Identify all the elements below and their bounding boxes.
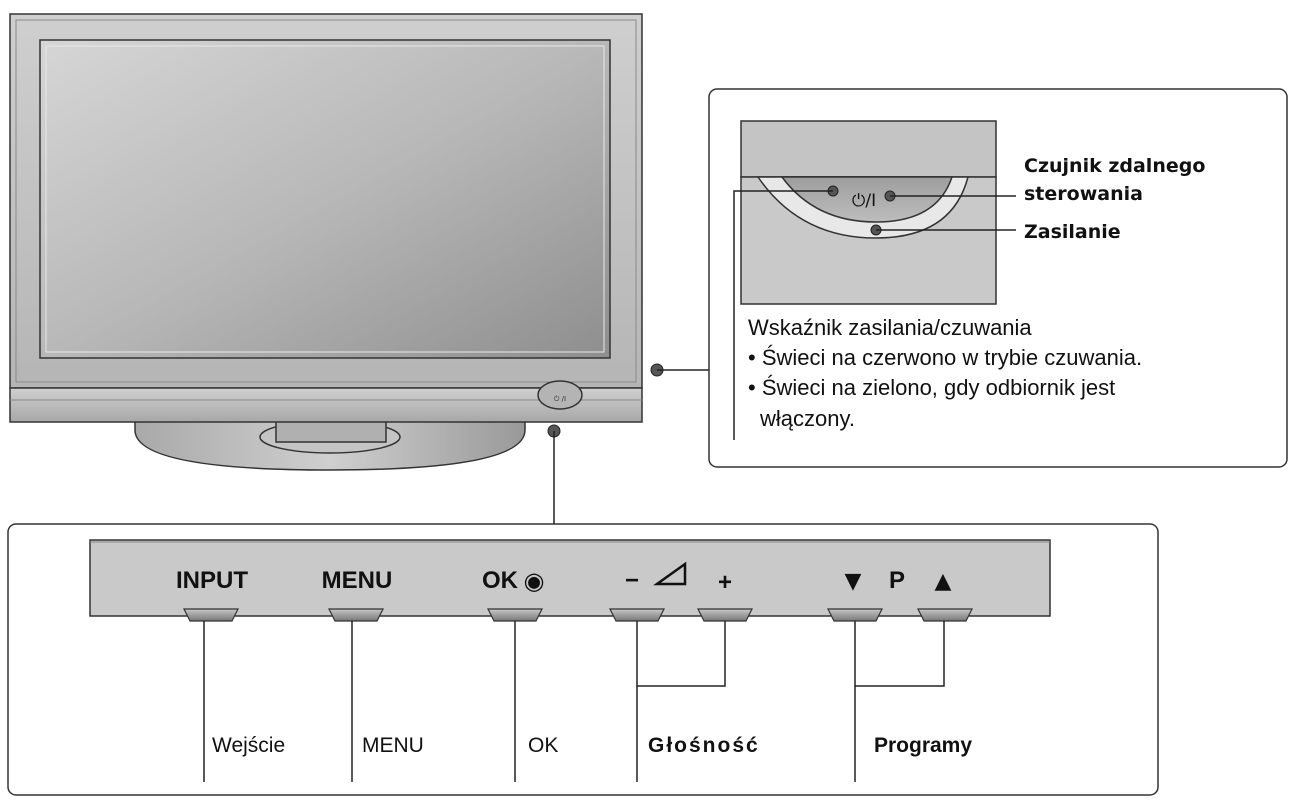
tv-bottom-bezel xyxy=(9,387,643,423)
programs-caption: Programy xyxy=(874,734,972,757)
volume-plus-label: + xyxy=(718,569,732,596)
volume-caption: Głośność xyxy=(648,734,760,757)
remote-sensor-label-2: sterowania xyxy=(1024,183,1143,205)
control-leader-lines xyxy=(203,621,945,782)
power-label: Zasilanie xyxy=(1024,221,1121,243)
menu-caption: MENU xyxy=(362,734,424,757)
program-down-icon: ▼ xyxy=(845,569,862,594)
remote-sensor-label-1: Czujnik zdalnego xyxy=(1024,155,1205,177)
input-caption: Wejście xyxy=(212,734,285,757)
ok-button-label: OK xyxy=(482,567,519,594)
indicator-line-1: • Świeci na czerwono w trybie czuwania. xyxy=(748,345,1142,370)
input-button[interactable] xyxy=(183,608,239,622)
ok-caption: OK xyxy=(528,734,558,757)
menu-button[interactable] xyxy=(328,608,384,622)
physical-buttons xyxy=(183,608,973,622)
volume-down-button[interactable] xyxy=(609,608,665,622)
tv-screen xyxy=(39,39,611,359)
program-p-label: P xyxy=(889,567,905,594)
volume-up-button[interactable] xyxy=(697,608,753,622)
volume-minus-label: − xyxy=(625,567,639,594)
tv-illustration: ⏻ /I xyxy=(9,13,710,524)
ok-button-symbol: ◉ xyxy=(524,567,545,595)
input-button-label: INPUT xyxy=(176,567,248,594)
tv-power-indicator[interactable] xyxy=(537,380,583,410)
indicator-title: Wskaźnik zasilania/czuwania xyxy=(748,315,1032,340)
control-strip xyxy=(89,539,1051,617)
tv-power-indicator-symbol: ⏻ /I xyxy=(554,395,566,403)
indicator-line-2: • Świeci na zielono, gdy odbiornik jest xyxy=(748,375,1115,400)
detail-arch-inner xyxy=(780,176,954,223)
program-down-button[interactable] xyxy=(827,608,883,622)
program-up-icon: ▲ xyxy=(935,569,952,594)
program-up-button[interactable] xyxy=(917,608,973,622)
detail-bezel-top xyxy=(740,120,997,178)
indicator-line-3: włączony. xyxy=(759,406,855,431)
volume-icon xyxy=(653,561,687,586)
control-panel: INPUT MENU OK ◉ − + ▼ P ▲ xyxy=(7,523,1159,796)
power-detail-panel: ⏻/I Czujnik zdalnego sterowania Zasilani… xyxy=(708,88,1288,468)
menu-button-label: MENU xyxy=(322,567,393,594)
detail-power-symbol: ⏻/I xyxy=(852,191,876,211)
ok-button[interactable] xyxy=(487,608,543,622)
